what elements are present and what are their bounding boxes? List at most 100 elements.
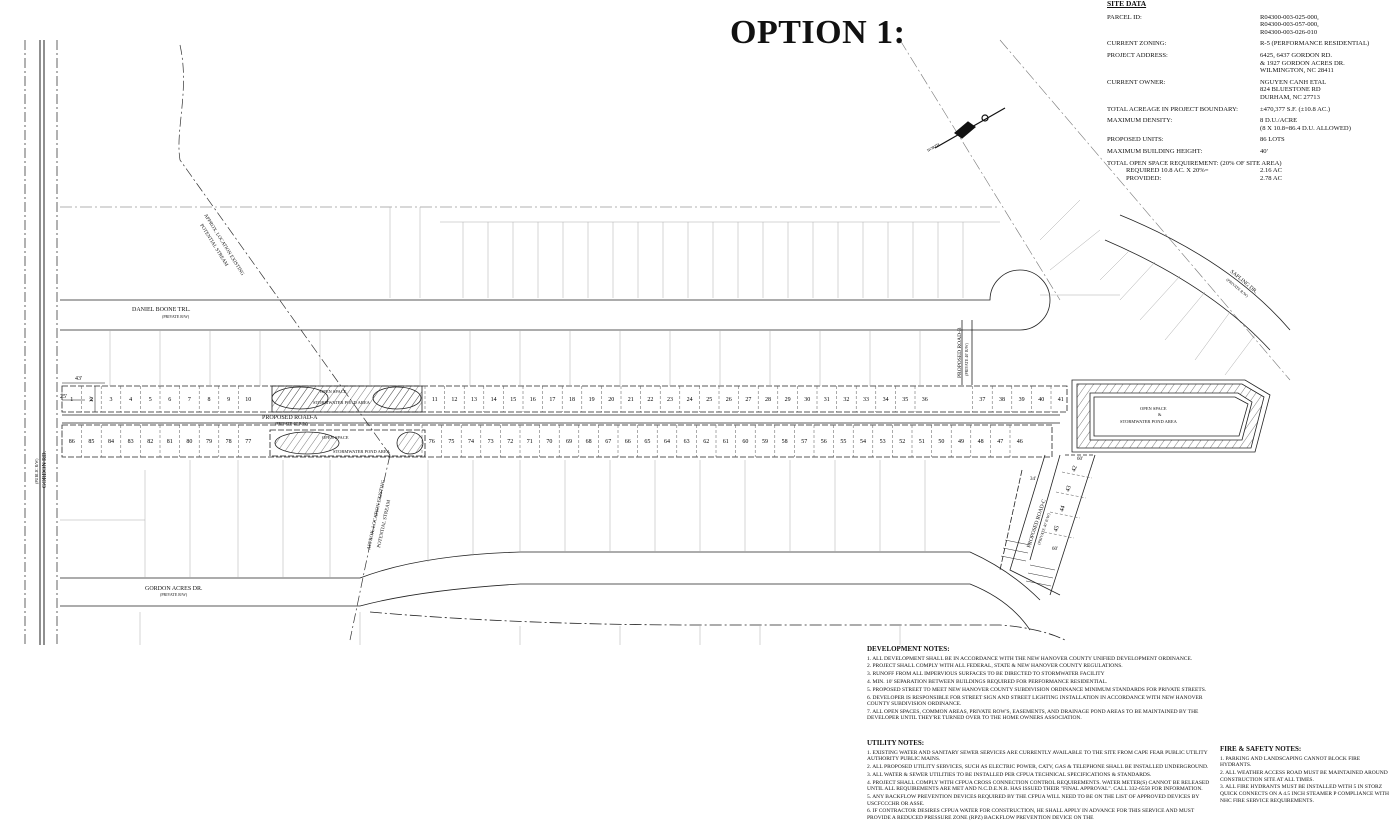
lot-number: 44 [1059, 505, 1067, 513]
site-data-value: R04300-003-025-000, R04300-003-057-000, … [1260, 13, 1319, 36]
north-arrow-label: NORTH [926, 142, 940, 153]
lot-number: 9 [227, 397, 230, 403]
lot-number: 18 [569, 397, 575, 403]
lot-number: 17 [549, 397, 555, 403]
lot-number: 11 [432, 397, 438, 403]
lot-number: 72 [507, 439, 513, 445]
lot-number: 2 [90, 397, 93, 403]
fire-safety-notes: FIRE & SAFETY NOTES: 1. PARKING AND LAND… [1220, 746, 1390, 805]
lot-number: 4 [129, 397, 132, 403]
lot-number: 26 [726, 397, 732, 403]
note-item: 7. ALL OPEN SPACES, COMMON AREAS, PRIVAT… [867, 708, 1199, 722]
east-pond [1071, 379, 1271, 453]
utility-notes-list: 1. EXISTING WATER AND SANITARY SEWER SER… [867, 750, 1212, 822]
lot-number: 62 [703, 439, 709, 445]
lot-number: 70 [546, 439, 552, 445]
site-data-label: PROPOSED UNITS: [1107, 136, 1164, 144]
lot-number: 71 [527, 439, 533, 445]
lot-number: 73 [488, 439, 494, 445]
site-data-label: CURRENT OWNER: [1107, 78, 1166, 86]
gordon-acres-label: GORDON ACRES DR. [145, 586, 203, 592]
lot-number: 16 [530, 397, 536, 403]
note-item: 1. PARKING AND LANDSCAPING CANNOT BLOCK … [1220, 755, 1361, 769]
site-data-label: CURRENT ZONING: [1107, 40, 1167, 48]
note-item: 3. ALL FIRE HYDRANTS MUST BE INSTALLED W… [1220, 784, 1389, 804]
pond-label-3: STORMWATER POND AREA [1120, 419, 1178, 424]
lot-number: 29 [785, 397, 791, 403]
lot-number: 68 [586, 439, 592, 445]
lot-rows-frame [61, 385, 1068, 458]
sapling-lot-lines [1099, 249, 1256, 376]
lot-number: 21 [628, 397, 634, 403]
lot-number: 80 [186, 439, 192, 445]
site-data-row: PARCEL ID: R04300-003-025-000, R04300-003… [1107, 14, 1390, 37]
utility-notes-heading: UTILITY NOTES: [867, 739, 925, 747]
lot-number: 55 [840, 439, 846, 445]
note-item: 2. PROJECT SHALL COMPLY WITH ALL FEDERAL… [867, 663, 1123, 670]
dim-34: 34' [1030, 477, 1036, 482]
fire-notes-heading: FIRE & SAFETY NOTES: [1220, 745, 1302, 753]
property-boundary-ne [899, 39, 1291, 381]
note-item: 3. ALL WATER & SEWER UTILITIES TO BE INS… [867, 771, 1152, 778]
open-space-requirement: TOTAL OPEN SPACE REQUIREMENT: (20% OF SI… [1107, 159, 1282, 167]
development-notes-heading: DEVELOPMENT NOTES: [867, 645, 950, 653]
site-data-label: MAXIMUM DENSITY: [1107, 117, 1173, 125]
lot-number: 31 [824, 397, 830, 403]
proposed-road-c [999, 454, 1096, 596]
gordon-rd-sub: (PUBLIC R/W) [34, 458, 39, 484]
site-data-value: 8 D.U./ACRE (8 X 10.8=86.4 D.U. ALLOWED) [1260, 117, 1351, 132]
note-item: 6. DEVELOPER IS RESPONSIBLE FOR STREET S… [867, 694, 1203, 708]
lot-number: 60 [742, 439, 748, 445]
lot-number: 77 [245, 439, 251, 445]
note-item: 5. ANY BACKFLOW PREVENTION DEVICES REQUI… [867, 793, 1200, 807]
lot-line [1055, 491, 1087, 499]
lot-number: 81 [167, 439, 173, 445]
lot-number: 27 [745, 397, 751, 403]
site-data-panel: SITE DATA PARCEL ID:R04300-003-025-000, … [1107, 0, 1390, 182]
open-space-label-1: OPEN SPACE [320, 389, 347, 394]
site-data-row: PROJECT ADDRESS:6425, 6437 GORDON RD. & … [1107, 52, 1390, 75]
note-item: 4. MIN. 10' SEPARATION BETWEEN BUILDINGS… [867, 678, 1108, 685]
lot-number: 33 [863, 397, 869, 403]
open-space-label-2: OPEN SPACE [322, 435, 349, 440]
lot-number: 63 [684, 439, 690, 445]
lot-number: 52 [899, 439, 905, 445]
lot-number: 38 [999, 397, 1005, 403]
lot-number: 84 [108, 439, 114, 445]
lot-number: 10 [245, 397, 251, 403]
lot-number: 59 [762, 439, 768, 445]
central-ponds [269, 385, 426, 457]
lot-number: 45 [1053, 525, 1061, 533]
site-data-value: 6425, 6437 GORDON RD. & 1927 GORDON ACRE… [1260, 51, 1345, 75]
note-item: 2. ALL WEATHER ACCESS ROAD MUST BE MAINT… [1220, 769, 1388, 783]
site-data-row: CURRENT ZONING:R-5 (PERFORMANCE RESIDENT… [1107, 40, 1390, 48]
lot-number: 82 [147, 439, 153, 445]
open-space-provided-label: PROVIDED: [1126, 174, 1162, 182]
open-space-required-label: REQUIRED 10.8 AC. X 20%= [1126, 167, 1209, 175]
proposed-road-b [961, 320, 973, 385]
lot-number: 65 [644, 439, 650, 445]
lot-number: 57 [801, 439, 807, 445]
road-a-label: PROPOSED ROAD-A [262, 415, 318, 421]
lot-number: 39 [1019, 397, 1025, 403]
daniel-boone-trail [60, 206, 1051, 331]
page-title: OPTION 1: [730, 14, 906, 51]
note-item: 2. ALL PROPOSED UTILITY SERVICES, SUCH A… [867, 763, 1209, 770]
stream-line [178, 44, 391, 641]
site-data-row: TOTAL ACREAGE IN PROJECT BOUNDARY:±470,3… [1107, 106, 1390, 114]
site-data-value: 40' [1260, 147, 1268, 155]
lot-number: 64 [664, 439, 670, 445]
lot-number: 74 [468, 439, 474, 445]
lot-number: 47 [997, 439, 1003, 445]
note-item: 1. ALL DEVELOPMENT SHALL BE IN ACCORDANC… [867, 655, 1193, 662]
site-data-label: PARCEL ID: [1107, 13, 1142, 21]
lot-number: 40 [1038, 397, 1044, 403]
lot-number: 46 [1017, 439, 1023, 445]
lot-number: 66 [625, 439, 631, 445]
daniel-boone-sub: (PRIVATE R/W) [162, 314, 190, 319]
utility-notes: UTILITY NOTES: 1. EXISTING WATER AND SAN… [867, 740, 1212, 823]
lot-number: 36 [922, 397, 928, 403]
